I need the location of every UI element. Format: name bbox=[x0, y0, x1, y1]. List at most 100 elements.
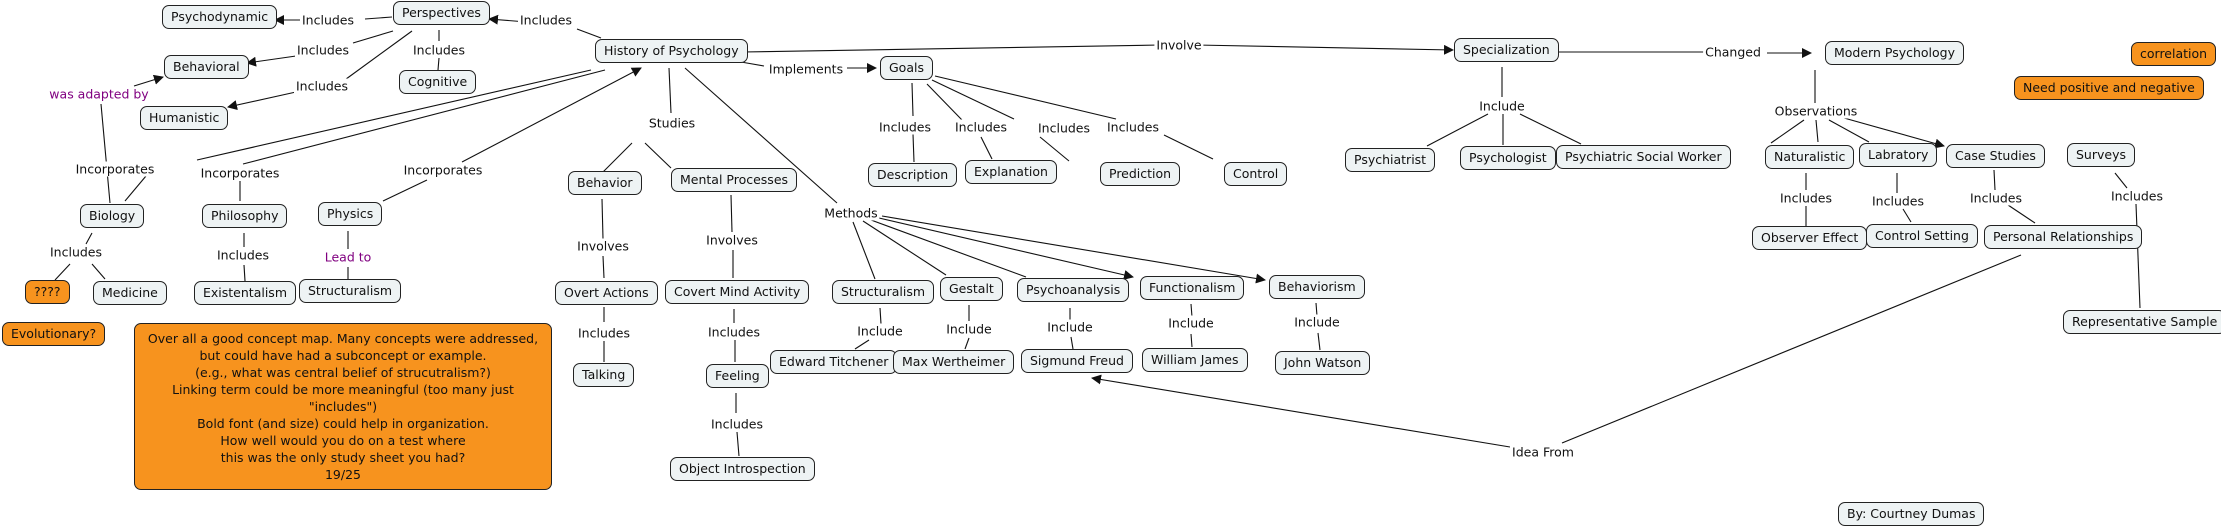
concept-talking[interactable]: Talking bbox=[573, 363, 635, 387]
edge bbox=[1426, 113, 1489, 147]
concept-explanation[interactable]: Explanation bbox=[965, 160, 1057, 184]
edge bbox=[461, 67, 642, 163]
comment-evolutionary[interactable]: Evolutionary? bbox=[2, 322, 106, 346]
edge bbox=[227, 91, 297, 110]
link-label: Lead to bbox=[322, 249, 374, 265]
concept-behaviorism[interactable]: Behaviorism bbox=[1269, 275, 1365, 299]
edge bbox=[684, 67, 838, 204]
edge bbox=[2114, 172, 2128, 189]
comment-need-positive-negative[interactable]: Need positive and negative bbox=[2014, 76, 2204, 100]
concept-john-watson[interactable]: John Watson bbox=[1275, 351, 1371, 375]
edge bbox=[352, 30, 394, 44]
concept-observer-effect[interactable]: Observer Effect bbox=[1752, 226, 1868, 250]
concept-prediction[interactable]: Prediction bbox=[1100, 162, 1181, 186]
concept-existentalism[interactable]: Existentalism bbox=[194, 281, 296, 305]
concept-edward-titchener[interactable]: Edward Titchener bbox=[770, 350, 898, 374]
concept-psychoanalysis[interactable]: Psychoanalysis bbox=[1017, 278, 1130, 302]
link-label: Studies bbox=[646, 115, 698, 131]
concept-structuralism-physics[interactable]: Structuralism bbox=[299, 279, 402, 303]
edge bbox=[341, 30, 413, 83]
edge bbox=[862, 220, 947, 276]
comment-correlation[interactable]: correlation bbox=[2131, 42, 2217, 66]
link-label: Includes bbox=[1967, 190, 2025, 206]
edge bbox=[2007, 204, 2036, 224]
concept-philosophy[interactable]: Philosophy bbox=[202, 204, 288, 228]
concept-psychodynamic[interactable]: Psychodynamic bbox=[162, 5, 278, 29]
edge bbox=[602, 255, 605, 279]
link-label: Involves bbox=[575, 238, 631, 254]
concept-behavior[interactable]: Behavior bbox=[568, 171, 642, 195]
edge bbox=[196, 69, 592, 161]
edge bbox=[736, 431, 740, 457]
concept-case-studies[interactable]: Case Studies bbox=[1946, 144, 2045, 168]
comment-question-marks[interactable]: ???? bbox=[25, 280, 70, 304]
concept-sigmund-freud[interactable]: Sigmund Freud bbox=[1021, 349, 1133, 373]
edge bbox=[1091, 374, 1511, 448]
edge bbox=[2135, 203, 2141, 309]
edge bbox=[1039, 136, 1070, 162]
concept-functionalism[interactable]: Functionalism bbox=[1140, 276, 1245, 300]
concept-modern-psychology[interactable]: Modern Psychology bbox=[1825, 41, 1964, 65]
edge bbox=[1519, 113, 1582, 145]
link-label: Includes bbox=[876, 119, 934, 135]
concept-psychiatrist[interactable]: Psychiatrist bbox=[1345, 148, 1436, 172]
concept-perspectives[interactable]: Perspectives bbox=[393, 1, 490, 25]
link-label: Includes bbox=[705, 324, 763, 340]
link-label: Includes bbox=[1035, 120, 1093, 136]
edge bbox=[730, 194, 733, 233]
link-label: Include bbox=[1477, 98, 1527, 114]
comment-feedback[interactable]: Over all a good concept map. Many concep… bbox=[134, 323, 552, 490]
link-label: Includes bbox=[2108, 188, 2166, 204]
edge bbox=[878, 217, 1134, 280]
link-label: Include bbox=[1292, 314, 1342, 330]
edge bbox=[1317, 332, 1321, 351]
edge bbox=[91, 263, 106, 280]
edge bbox=[1070, 336, 1074, 350]
concept-max-wertheimer[interactable]: Max Wertheimer bbox=[893, 350, 1015, 374]
concept-structuralism[interactable]: Structuralism bbox=[832, 280, 935, 304]
edge bbox=[1902, 208, 1912, 223]
edge bbox=[870, 219, 1027, 278]
concept-feeling[interactable]: Feeling bbox=[706, 364, 769, 388]
concept-naturalistic[interactable]: Naturalistic bbox=[1765, 145, 1855, 169]
edge bbox=[364, 16, 393, 20]
concept-psychologist[interactable]: Psychologist bbox=[1460, 146, 1556, 170]
concept-covert-mind-activity[interactable]: Covert Mind Activity bbox=[665, 280, 810, 304]
edge bbox=[668, 67, 672, 114]
link-label: Include bbox=[1045, 319, 1095, 335]
concept-william-james[interactable]: William James bbox=[1142, 348, 1248, 372]
edge bbox=[852, 221, 876, 280]
concept-history-of-psychology[interactable]: History of Psychology bbox=[595, 39, 748, 63]
concept-goals[interactable]: Goals bbox=[880, 56, 933, 80]
concept-overt-actions[interactable]: Overt Actions bbox=[555, 281, 658, 305]
concept-medicine[interactable]: Medicine bbox=[93, 281, 167, 305]
concept-cognitive[interactable]: Cognitive bbox=[399, 70, 477, 94]
link-label: Methods bbox=[822, 205, 880, 221]
link-label: Includes bbox=[410, 42, 468, 58]
concept-representative-sample[interactable]: Representative Sample bbox=[2063, 310, 2221, 334]
concept-object-introspection[interactable]: Object Introspection bbox=[670, 457, 815, 481]
concept-description[interactable]: Description bbox=[868, 163, 958, 187]
concept-gestalt[interactable]: Gestalt bbox=[940, 277, 1003, 301]
concept-humanistic[interactable]: Humanistic bbox=[140, 106, 229, 130]
edge bbox=[1843, 117, 1945, 149]
concept-specialization[interactable]: Specialization bbox=[1454, 38, 1559, 62]
concept-behavioral[interactable]: Behavioral bbox=[164, 55, 249, 79]
edge bbox=[934, 75, 1117, 120]
concept-psychiatric-social-worker[interactable]: Psychiatric Social Worker bbox=[1556, 145, 1731, 169]
concept-control-setting[interactable]: Control Setting bbox=[1866, 224, 1978, 248]
link-label: Incorporates bbox=[73, 161, 157, 177]
edge bbox=[881, 215, 1266, 284]
edge bbox=[1770, 119, 1805, 144]
concept-labratory[interactable]: Labratory bbox=[1859, 143, 1938, 167]
concept-mental-processes[interactable]: Mental Processes bbox=[671, 168, 798, 192]
concept-physics[interactable]: Physics bbox=[318, 202, 383, 226]
concept-control[interactable]: Control bbox=[1224, 162, 1288, 186]
concept-biology[interactable]: Biology bbox=[80, 204, 145, 228]
link-label: Includes bbox=[299, 12, 357, 28]
concept-surveys[interactable]: Surveys bbox=[2067, 143, 2135, 167]
concept-personal-relationships[interactable]: Personal Relationships bbox=[1984, 225, 2143, 249]
link-label: Involves bbox=[704, 232, 760, 248]
edge bbox=[1561, 254, 2022, 444]
edge bbox=[124, 175, 147, 202]
